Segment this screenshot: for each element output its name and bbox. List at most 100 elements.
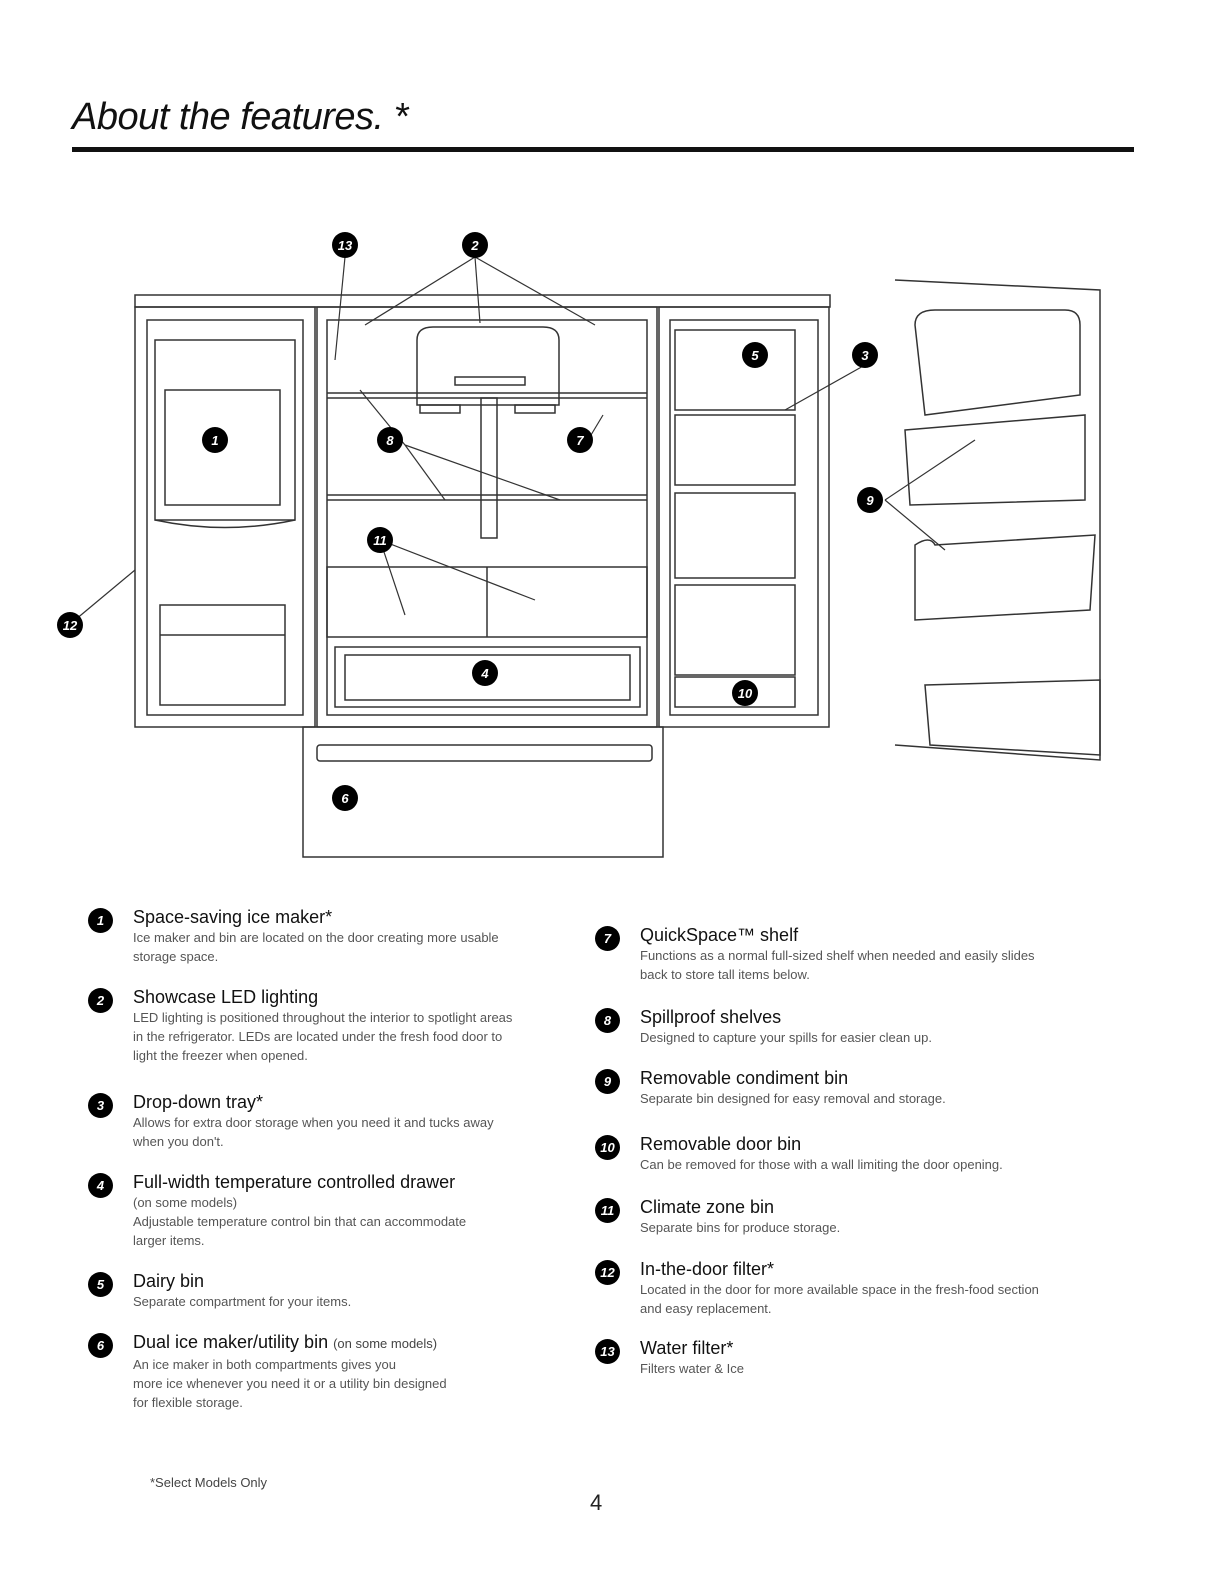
callout-6-label: 6 bbox=[341, 791, 349, 806]
callout-8 bbox=[377, 427, 403, 453]
callout-8-label: 8 bbox=[386, 433, 394, 448]
left-door-inner bbox=[146, 319, 304, 716]
feature-4-badge: 4 bbox=[88, 1173, 113, 1198]
ice-bin bbox=[164, 389, 281, 506]
feature-13-title: Water filter* bbox=[640, 1338, 734, 1358]
feature-5-title: Dairy bin bbox=[133, 1271, 205, 1291]
callout-10-label: 10 bbox=[738, 686, 753, 701]
feature-9-title: Removable condiment bin bbox=[640, 1068, 849, 1088]
feature-13-badge: 13 bbox=[595, 1339, 620, 1364]
left-door bbox=[134, 306, 316, 728]
feature-9-desc: Separate bin designed for easy removal a… bbox=[640, 1091, 946, 1106]
feature-8-badge: 8 bbox=[595, 1008, 620, 1033]
feature-10-title: Removable door bin bbox=[640, 1134, 802, 1154]
callout-13-label: 13 bbox=[338, 238, 353, 253]
shelf-rail bbox=[480, 397, 498, 539]
callout-4-label: 4 bbox=[480, 666, 489, 681]
callout-3-label: 3 bbox=[861, 348, 869, 363]
feature-7-desc: Functions as a normal full-sized shelf w… bbox=[640, 948, 1035, 982]
refrigerator-diagram: 13 2 5 3 1 8 7 9 11 12 4 10 6 bbox=[57, 232, 1101, 858]
right-door bbox=[658, 306, 830, 728]
callout-9 bbox=[857, 487, 883, 513]
water-filter-housing bbox=[416, 326, 560, 406]
feature-5-badge: 5 bbox=[88, 1272, 113, 1297]
callout-9-label: 9 bbox=[866, 493, 874, 508]
feature-5-desc: Separate compartment for your items. bbox=[133, 1294, 352, 1309]
full-width-drawer bbox=[334, 646, 641, 708]
callout-1-label: 1 bbox=[211, 433, 218, 448]
feature-4-desc: (on some models)Adjustable temperature c… bbox=[133, 1195, 467, 1248]
feature-12-desc: Located in the door for more available s… bbox=[640, 1282, 1039, 1316]
feature-6-desc: An ice maker in both compartments gives … bbox=[133, 1357, 447, 1410]
feature-item-4: 4 Full-width temperature controlled draw… bbox=[88, 1171, 558, 1250]
callout-11-label: 11 bbox=[373, 533, 387, 548]
callout-10 bbox=[732, 680, 758, 706]
feature-9-badge: 9 bbox=[595, 1069, 620, 1094]
feature-item-9: 9 Removable condiment bin Separate bin d… bbox=[595, 1067, 1065, 1108]
feature-item-7: 7 QuickSpace™ shelf Functions as a norma… bbox=[595, 924, 1065, 984]
feature-10-desc: Can be removed for those with a wall lim… bbox=[640, 1157, 1003, 1172]
feature-1-badge: 1 bbox=[88, 908, 113, 933]
footnote: *Select Models Only bbox=[150, 1475, 268, 1490]
condiment-bin bbox=[914, 534, 1096, 621]
feature-8-title: Spillproof shelves bbox=[640, 1007, 782, 1027]
callout-3 bbox=[852, 342, 878, 368]
feature-item-11: 11 Climate zone bin Separate bins for pr… bbox=[595, 1196, 1065, 1237]
feature-2-desc: LED lighting is positioned throughout th… bbox=[133, 1010, 513, 1063]
callout-4 bbox=[472, 660, 498, 686]
feature-item-10: 10 Removable door bin Can be removed for… bbox=[595, 1133, 1065, 1174]
feature-12-badge: 12 bbox=[595, 1260, 620, 1285]
cabinet-top bbox=[134, 294, 831, 308]
feature-item-5: 5 Dairy bin Separate compartment for you… bbox=[88, 1270, 558, 1311]
feature-item-8: 8 Spillproof shelves Designed to capture… bbox=[595, 1006, 1065, 1047]
feature-1-title: Space-saving ice maker* bbox=[133, 907, 333, 927]
callout-2-label: 2 bbox=[470, 238, 479, 253]
callout-5-label: 5 bbox=[751, 348, 759, 363]
feature-2-badge: 2 bbox=[88, 988, 113, 1013]
dairy-bin bbox=[674, 329, 796, 411]
feature-7-badge: 7 bbox=[595, 926, 620, 951]
freezer-handle bbox=[316, 744, 653, 762]
feature-11-desc: Separate bins for produce storage. bbox=[640, 1220, 841, 1235]
feature-item-6: 6 Dual ice maker/utility bin (on some mo… bbox=[88, 1331, 558, 1412]
feature-2-title: Showcase LED lighting bbox=[133, 987, 319, 1007]
callout-12-label: 12 bbox=[63, 618, 78, 633]
callout-6 bbox=[332, 785, 358, 811]
feature-item-1: 1 Space-saving ice maker* Ice maker and … bbox=[88, 906, 558, 966]
feature-3-title: Drop-down tray* bbox=[133, 1092, 264, 1112]
feature-3-badge: 3 bbox=[88, 1093, 113, 1118]
callout-1 bbox=[202, 427, 228, 453]
feature-item-3: 3 Drop-down tray* Allows for extra door … bbox=[88, 1091, 558, 1151]
left-door-bin bbox=[159, 604, 286, 706]
feature-6-badge: 6 bbox=[88, 1333, 113, 1358]
callout-7-label: 7 bbox=[576, 433, 584, 448]
feature-1-desc: Ice maker and bin are located on the doo… bbox=[133, 930, 499, 964]
center-inner bbox=[326, 319, 648, 716]
freezer-drawer bbox=[302, 726, 664, 858]
feature-item-2: 2 Showcase LED lighting LED lighting is … bbox=[88, 986, 558, 1065]
door-closeup bbox=[894, 279, 1101, 761]
feature-11-title: Climate zone bin bbox=[640, 1197, 775, 1217]
callout-11 bbox=[367, 527, 393, 553]
feature-12-title: In-the-door filter* bbox=[640, 1259, 775, 1279]
callout-12 bbox=[57, 612, 83, 638]
feature-10-badge: 10 bbox=[595, 1135, 620, 1160]
feature-7-title: QuickSpace™ shelf bbox=[640, 925, 799, 945]
callout-7 bbox=[567, 427, 593, 453]
door-bin-bottom bbox=[674, 676, 796, 708]
callout-5 bbox=[742, 342, 768, 368]
feature-item-13: 13 Water filter* Filters water & Ice bbox=[595, 1337, 1065, 1378]
feature-6-note: (on some models) bbox=[333, 1336, 438, 1351]
feature-3-desc: Allows for extra door storage when you n… bbox=[133, 1115, 494, 1149]
door-ice-maker bbox=[154, 339, 296, 521]
drop-down-tray bbox=[914, 309, 1081, 416]
feature-4-title: Full-width temperature controlled drawer bbox=[133, 1172, 456, 1192]
callout-13 bbox=[332, 232, 358, 258]
callout-2 bbox=[462, 232, 488, 258]
feature-item-12: 12 In-the-door filter* Located in the do… bbox=[595, 1258, 1065, 1318]
page-title: About the features. * bbox=[72, 96, 408, 138]
title-rule bbox=[72, 147, 1134, 152]
feature-6-title: Dual ice maker/utility bin (on some mode… bbox=[133, 1332, 438, 1352]
page-number: 4 bbox=[590, 1490, 603, 1515]
feature-11-badge: 11 bbox=[595, 1198, 620, 1223]
